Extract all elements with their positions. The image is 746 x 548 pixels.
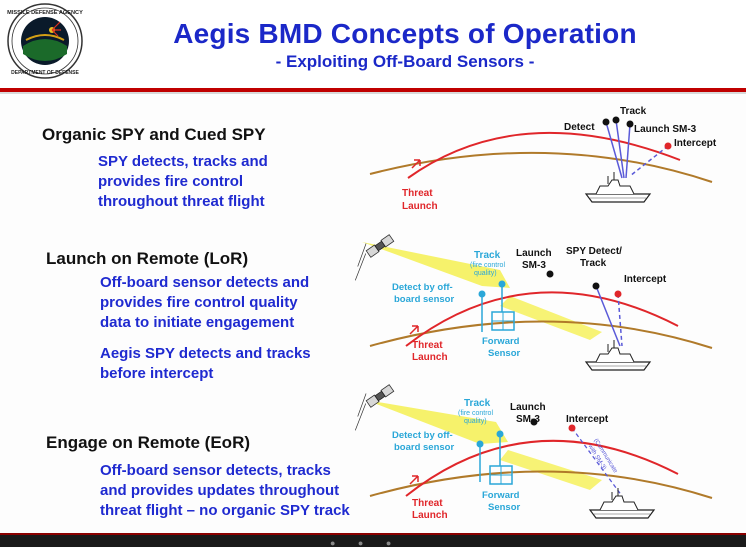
label-launch: SM-3: [522, 260, 546, 271]
earth-curve: [369, 151, 713, 183]
slide-title: Aegis BMD Concepts of Operation: [173, 18, 637, 49]
body-line: Aegis SPY detects and tracks: [100, 345, 311, 362]
slide-subtitle: - Exploiting Off-Board Sensors -: [275, 52, 535, 71]
aegis-ship-icon: [585, 171, 651, 203]
body-line: provides fire control quality: [100, 294, 298, 311]
section-body-lor: Off-board sensor detects and provides fi…: [100, 273, 309, 333]
section-heading-lor: Launch on Remote (LoR): [46, 249, 249, 268]
label-threat-launch: Launch: [402, 201, 438, 212]
threat-trajectory: [407, 131, 681, 179]
label-detect-off-board: Detect by off-: [392, 430, 453, 441]
footer-accent: [0, 533, 746, 536]
label-threat-launch: Threat: [402, 188, 433, 199]
label-launch: Launch: [510, 402, 546, 413]
threat-trajectory: [405, 439, 679, 497]
label-track: Track: [620, 106, 647, 117]
launch-point: [626, 120, 634, 128]
slide-header: [0, 0, 746, 88]
label-threat-launch: Threat: [412, 340, 443, 351]
seal-top-text: MISSILE DEFENSE AGENCY: [7, 10, 83, 16]
diagram-organic-spy: Detect Track Launch SM-3 Intercept Threa…: [369, 106, 717, 212]
section-heading-organic-spy: Organic SPY and Cued SPY: [42, 125, 266, 144]
label-spy-detect: SPY Detect/: [566, 246, 622, 257]
body-line: and provides updates throughout: [100, 482, 340, 499]
header-divider: [0, 88, 746, 92]
label-track-sub: (fire control: [470, 262, 505, 269]
body-line: Off-board sensor detects and: [100, 274, 310, 291]
satellite-icon: [341, 234, 395, 281]
concept-diagrams: Detect Track Launch SM-3 Intercept Threa…: [341, 106, 717, 521]
label-spy-detect: Track: [580, 258, 607, 269]
aegis-ship-icon: [589, 487, 655, 519]
label-launch: SM-3: [516, 414, 540, 425]
diagram-launch-on-remote: Track (fire control quality) Launch SM-3…: [341, 234, 713, 371]
slide-nav-dots: ● ● ●: [330, 538, 402, 548]
label-track: Track: [474, 250, 501, 261]
section-body-organic-spy: SPY detects, tracks and provides fire co…: [98, 152, 268, 212]
track-point: [612, 116, 620, 124]
intercept-point: [664, 142, 672, 150]
seal-bottom-text: DEPARTMENT OF DEFENSE: [11, 70, 79, 76]
section-body-lor-aegis: Aegis SPY detects and tracks before inte…: [100, 344, 311, 384]
label-launch-sm3: Launch SM-3: [634, 124, 697, 135]
label-intercept: Intercept: [566, 414, 609, 425]
label-forward-sensor: Sensor: [488, 502, 521, 513]
section-heading-eor: Engage on Remote (EoR): [46, 433, 251, 452]
label-forward-sensor: Forward: [482, 490, 520, 501]
header-divider-shadow: [0, 92, 746, 94]
label-track: Track: [464, 398, 491, 409]
label-forward-sensor: Sensor: [488, 348, 521, 359]
label-launch: Launch: [516, 248, 552, 259]
diagram-engage-on-remote: Track (fire control quality) Launch SM-3…: [341, 384, 713, 521]
body-line: throughout threat flight: [98, 193, 265, 210]
body-line: threat flight – no organic SPY track: [100, 502, 350, 519]
label-detect-off-board: board sensor: [394, 442, 454, 453]
label-track-sub: (fire control: [458, 410, 493, 417]
label-threat-launch: Launch: [412, 510, 448, 521]
label-intercept: Intercept: [674, 138, 717, 149]
threat-trajectory: [405, 291, 679, 347]
label-detect-off-board: Detect by off-: [392, 282, 453, 293]
label-track-sub: quality): [474, 270, 497, 277]
label-threat-launch: Threat: [412, 498, 443, 509]
label-threat-launch: Launch: [412, 352, 448, 363]
detect-point: [602, 118, 610, 126]
body-line: Off-board sensor detects, tracks: [100, 462, 331, 479]
label-track-sub: quality): [464, 418, 487, 425]
label-intercept: Intercept: [624, 274, 667, 285]
slide-footer: [0, 535, 746, 547]
earth-curve: [369, 470, 713, 499]
label-detect: Detect: [564, 122, 595, 133]
aegis-ship-icon: [585, 339, 651, 371]
body-line: SPY detects, tracks and: [98, 153, 268, 170]
earth-curve: [369, 320, 713, 349]
mda-seal-logo: MISSILE DEFENSE AGENCY DEPARTMENT OF DEF…: [7, 3, 83, 79]
label-forward-sensor: Forward: [482, 336, 520, 347]
body-line: provides fire control: [98, 173, 244, 190]
body-line: before intercept: [100, 365, 214, 382]
body-line: data to initiate engagement: [100, 314, 295, 331]
section-body-eor: Off-board sensor detects, tracks and pro…: [100, 461, 350, 521]
label-detect-off-board: board sensor: [394, 294, 454, 305]
